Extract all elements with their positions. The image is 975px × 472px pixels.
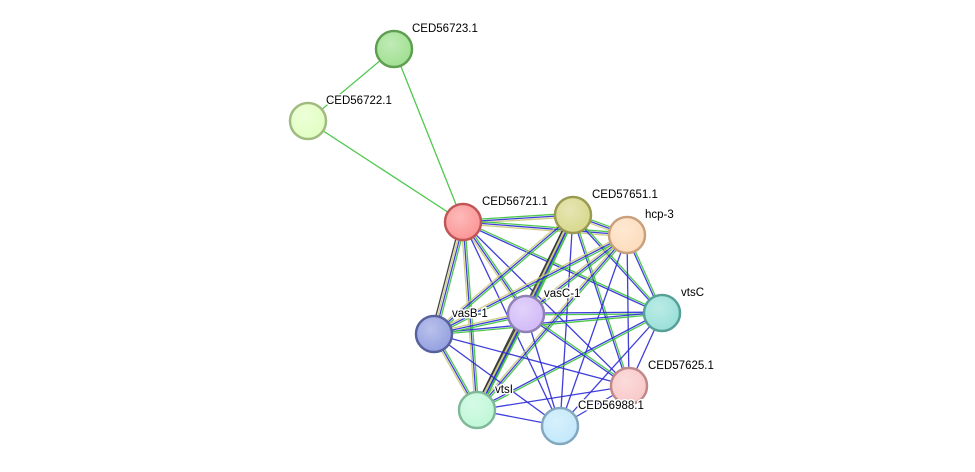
edge-channel-blue — [433, 214, 574, 335]
node-highlight — [509, 297, 543, 331]
edge-channel-black — [430, 221, 462, 334]
edge-vasb-1-ced57625-1 — [433, 333, 630, 387]
node-vtsc[interactable]: vtsC — [642, 286, 706, 333]
edge-hcp-3-vasb-1 — [432, 232, 629, 337]
node-label: CED57651.1 — [592, 189, 658, 201]
edge-ced57651-1-vasb-1 — [432, 213, 575, 336]
edge-ced56723-1-ced56721-1 — [393, 48, 464, 223]
edge-channel-blue — [462, 221, 628, 236]
edge-channel-yellow — [432, 232, 627, 333]
node-vtsi[interactable]: vtsI — [457, 383, 514, 430]
edge-vasc-1-ced56988-1 — [525, 313, 561, 427]
edge-ced56722-1-ced56721-1 — [307, 120, 464, 223]
node-ced56988-1[interactable]: CED56988.1 — [540, 399, 645, 446]
edge-channel-green — [463, 220, 663, 313]
edge-ced57625-1-vtsi — [476, 385, 630, 411]
node-hcp-3[interactable]: hcp-3 — [607, 208, 675, 255]
edge-vasc-1-ced57625-1 — [525, 312, 630, 388]
edge-vtsc-vasb-1 — [433, 311, 663, 336]
edge-channel-green — [477, 313, 663, 412]
edge-channel-green — [434, 236, 629, 337]
edge-channel-blue — [433, 333, 630, 387]
node-label: vasB-1 — [452, 308, 488, 320]
node-label: vtsI — [495, 384, 513, 396]
edge-channel-blue — [525, 234, 628, 315]
edge-channel-blue — [525, 314, 629, 388]
edge-channel-green — [573, 214, 631, 386]
edge-ced56721-1-hcp-3 — [462, 219, 628, 238]
edge-channel-blue — [476, 385, 630, 411]
edge-channel-green — [393, 48, 464, 223]
edge-channel-blue — [433, 333, 561, 427]
node-highlight — [460, 393, 494, 427]
node-vasc-1[interactable]: vasC-1 — [506, 287, 582, 334]
node-highlight — [612, 369, 646, 403]
edge-hcp-3-ced56988-1 — [559, 234, 628, 427]
node-label: CED56722.1 — [326, 95, 392, 107]
node-label: CED56723.1 — [412, 23, 478, 35]
node-label: vtsC — [681, 287, 704, 299]
edge-channel-green — [434, 313, 663, 336]
edge-channel-blue — [433, 311, 662, 334]
edge-channel-green — [435, 222, 467, 335]
node-label: vasC-1 — [544, 288, 580, 300]
node-vasb-1[interactable]: vasB-1 — [414, 307, 489, 354]
edge-channel-blue — [525, 313, 561, 427]
node-highlight — [446, 205, 480, 239]
edge-channel-yellow — [432, 213, 573, 334]
node-label: CED56721.1 — [482, 196, 548, 208]
node-label: CED56988.1 — [578, 400, 644, 412]
node-label: hcp-3 — [645, 209, 674, 221]
edge-channel-blue — [462, 221, 630, 387]
node-highlight — [291, 104, 325, 138]
edge-ced57651-1-ced57625-1 — [571, 214, 631, 387]
node-highlight — [645, 296, 679, 330]
edge-channel-green — [434, 215, 575, 336]
edge-channel-blue — [626, 234, 630, 387]
edge-channel-blue — [559, 312, 663, 427]
node-ced57625-1[interactable]: CED57625.1 — [609, 359, 715, 406]
node-highlight — [543, 409, 577, 443]
node-ced56721-1[interactable]: CED56721.1 — [443, 195, 549, 242]
node-ced56723-1[interactable]: CED56723.1 — [374, 22, 479, 69]
edge-channel-blue — [434, 222, 465, 335]
node-highlight — [377, 32, 411, 66]
edge-channel-blue — [525, 311, 662, 314]
edge-channel-blue — [559, 234, 628, 427]
edge-channel-green — [573, 213, 664, 313]
edge-channel-yellow — [462, 223, 627, 238]
node-ced56722-1[interactable]: CED56722.1 — [288, 94, 393, 141]
edge-vasb-1-ced56988-1 — [433, 333, 561, 427]
node-label: CED57625.1 — [648, 360, 714, 372]
edge-vtsc-ced56988-1 — [559, 312, 663, 427]
edge-channel-yellow — [432, 221, 463, 334]
edge-channel-green — [464, 221, 480, 410]
edge-vtsc-vtsi — [476, 311, 663, 412]
edge-channel-blue — [433, 234, 628, 335]
node-highlight — [417, 317, 451, 351]
node-highlight — [610, 218, 644, 252]
edge-ced56721-1-vasb-1 — [430, 221, 467, 335]
node-highlight — [556, 198, 590, 232]
edge-channel-green — [307, 120, 464, 223]
edge-channel-green — [526, 312, 630, 386]
edge-channel-green — [463, 219, 628, 234]
edge-channel-yellow — [475, 233, 627, 410]
edge-channel-blue — [476, 311, 662, 410]
node-ced57651-1[interactable]: CED57651.1 — [553, 188, 659, 235]
edge-hcp-3-ced57625-1 — [626, 234, 630, 387]
edge-channel-blue — [571, 215, 629, 387]
edge-ced56721-1-ced57625-1 — [462, 221, 630, 387]
